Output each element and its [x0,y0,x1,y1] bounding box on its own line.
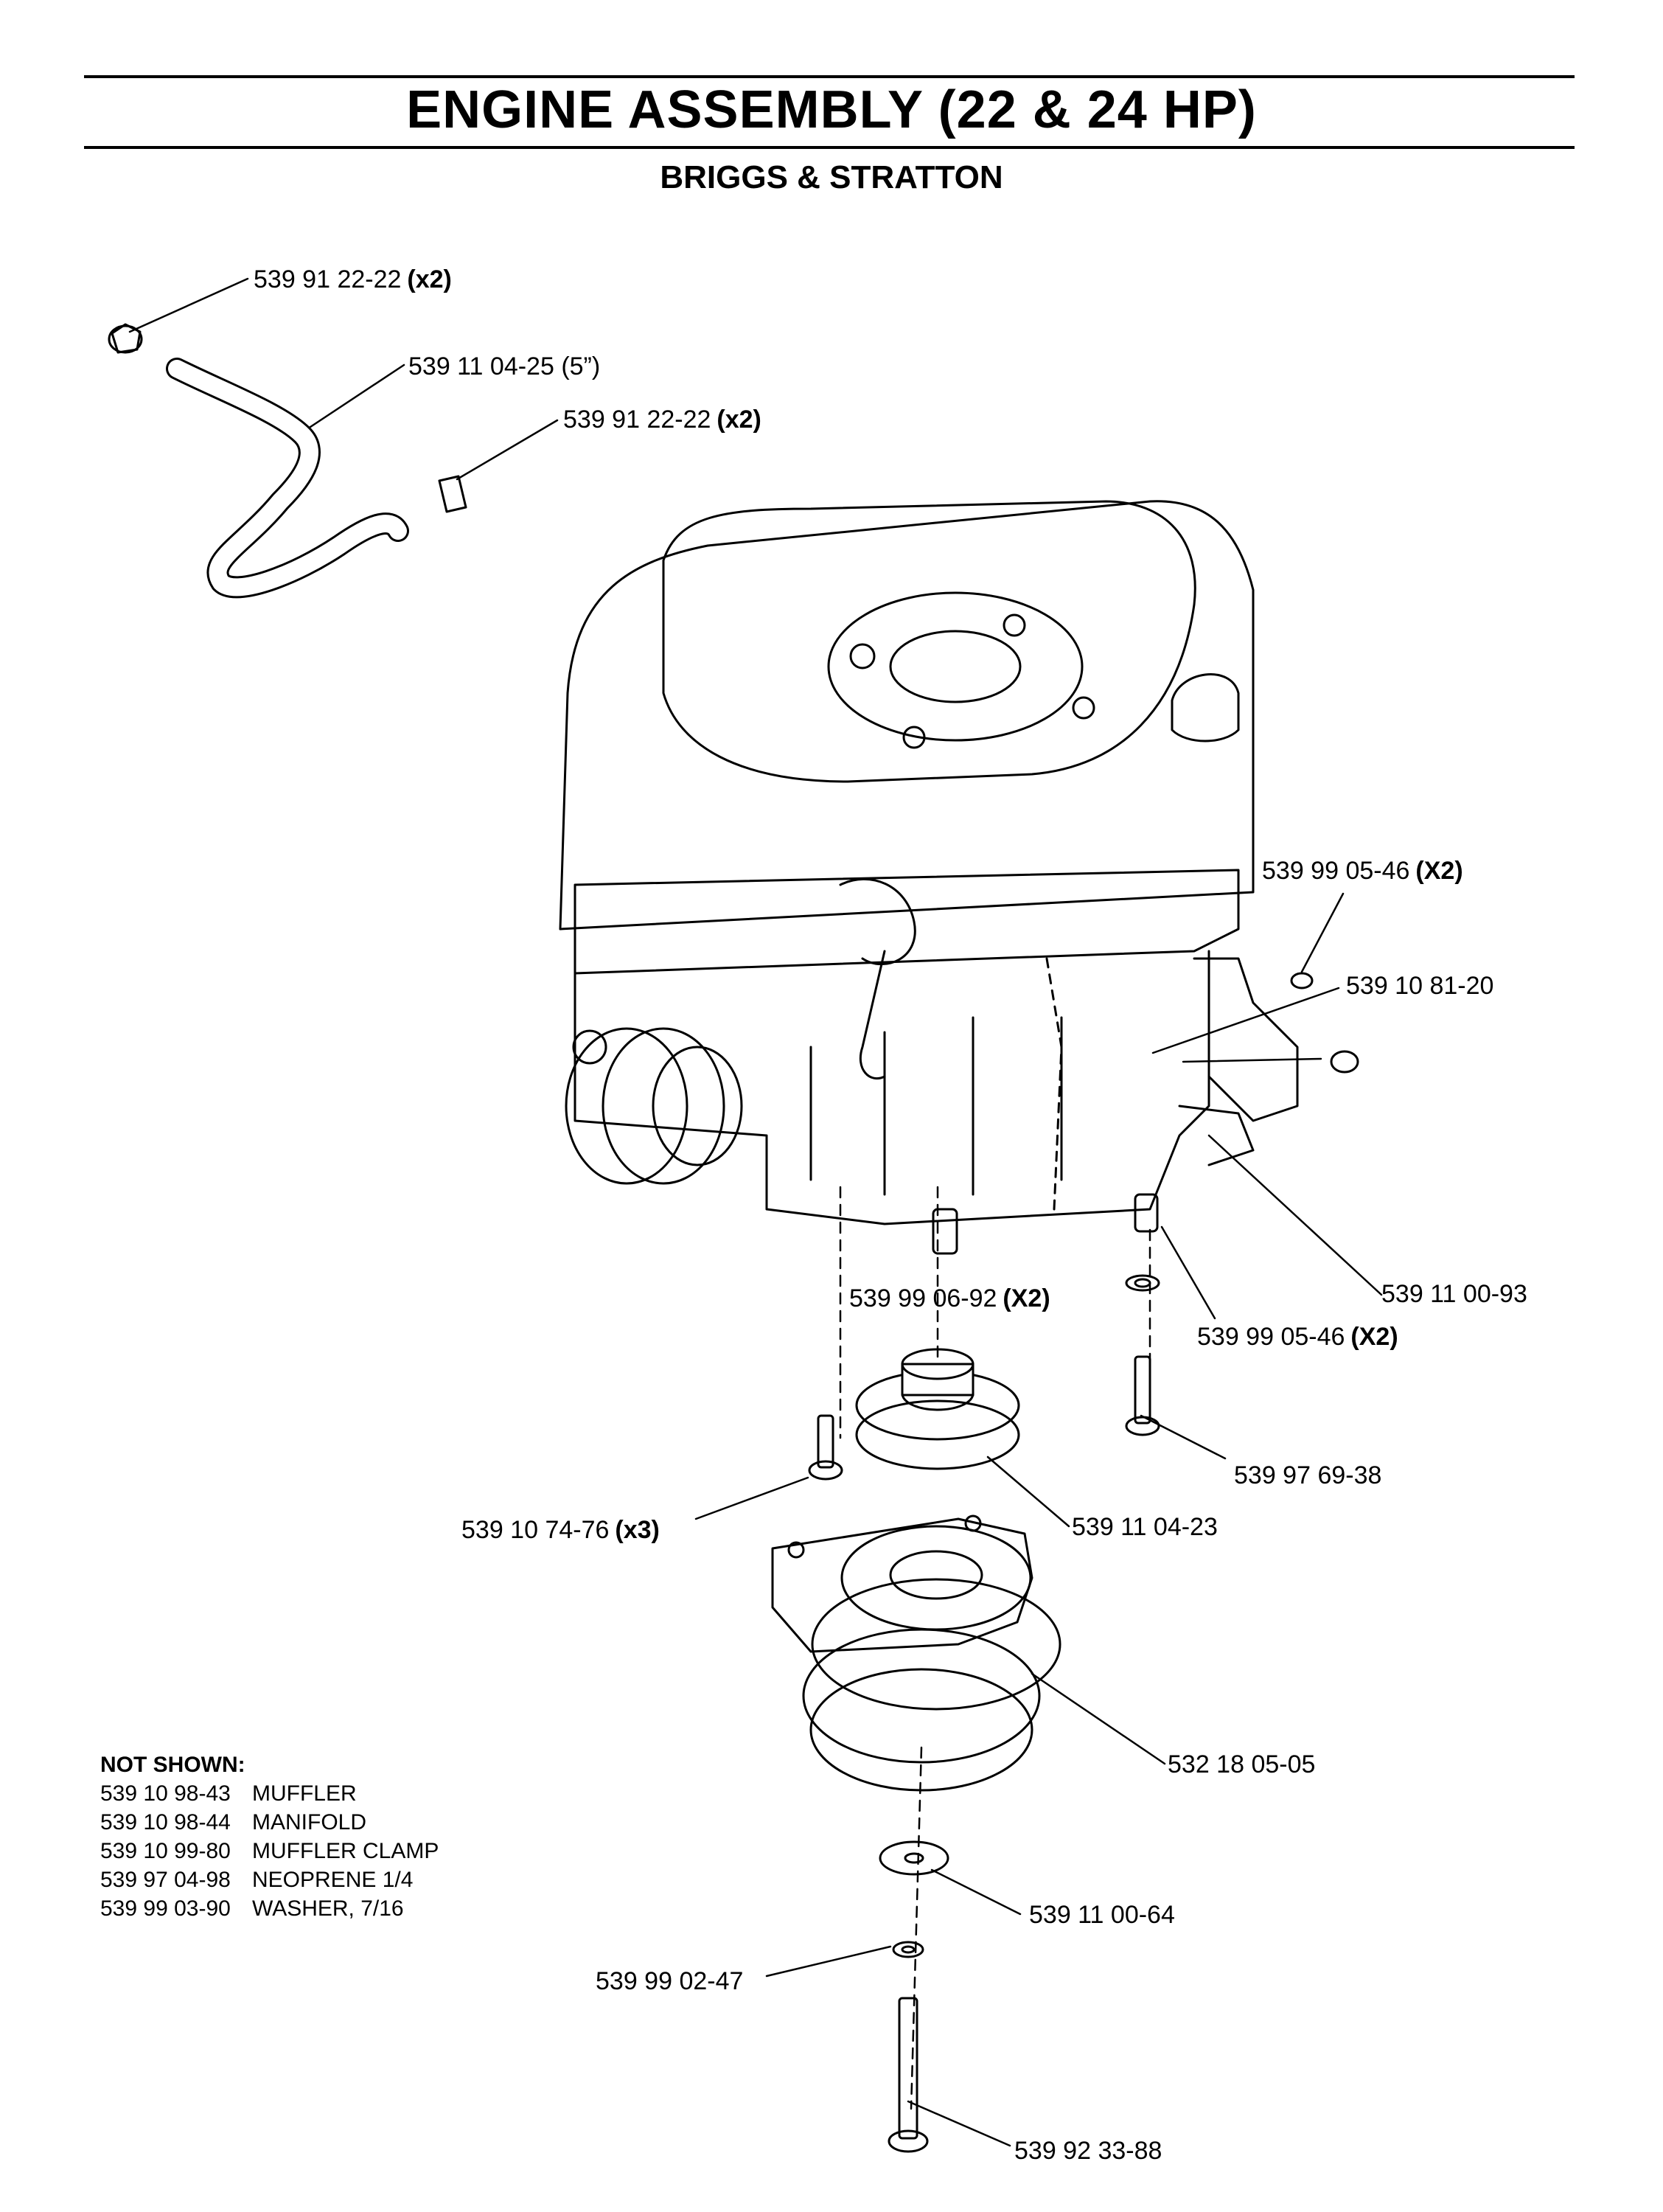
top-rule [84,75,1575,78]
list-item: 539 10 99-80 MUFFLER CLAMP [100,1837,439,1865]
list-item: 539 10 98-43 MUFFLER [100,1779,439,1808]
list-item: 539 10 98-44 MANIFOLD [100,1808,439,1837]
callout-bolt-left: 539 10 74-76(x3) [461,1517,660,1543]
fuel-hose-assembly [108,323,467,599]
part-number: 539 99 05-46 [1197,1323,1345,1351]
callout-clutch: 532 18 05-05 [1168,1752,1321,1777]
not-shown-list: NOT SHOWN: 539 10 98-43 MUFFLER 539 10 98… [100,1750,439,1923]
part-number: 539 91 22-22 [563,406,711,434]
callout-bolt-right: 539 97 69-38 [1234,1463,1387,1488]
part-number: 539 10 99-80 [100,1839,231,1863]
callout-spacer: 539 11 00-64 [1029,1902,1181,1927]
part-number: 539 99 06-92 [849,1284,997,1312]
part-description: MANIFOLD [252,1810,367,1834]
part-number: 532 18 05-05 [1168,1750,1316,1778]
list-item: 539 99 03-90 WASHER, 7/16 [100,1894,439,1923]
callout-nut-side: 539 10 81-20 [1346,973,1499,998]
part-number: 539 10 74-76 [461,1516,610,1544]
quantity: (x3) [615,1516,660,1544]
list-item: 539 97 04-98 NEOPRENE 1/4 [100,1865,439,1894]
not-shown-heading: NOT SHOWN: [100,1753,245,1777]
callout-center-bolt: 539 92 33-88 [1014,2138,1168,2163]
part-number: 539 97 69-38 [1234,1461,1382,1489]
part-description: NEOPRENE 1/4 [252,1868,414,1892]
air-filter-canister [565,1027,743,1185]
callout-lock-washer: 539 99 02-47 [596,1969,749,1994]
part-number: 539 97 04-98 [100,1868,231,1892]
callout-washer-upper: 539 99 06-92(X2) [849,1286,1050,1311]
part-description: MUFFLER [252,1781,357,1806]
part-number: 539 11 04-23 [1072,1513,1218,1541]
hardware [808,972,1359,2153]
pulley [855,1348,1020,1470]
callout-nut-upper: 539 99 05-46(X2) [1262,858,1463,883]
title-rule [84,146,1575,149]
callout-fuel-hose: 539 11 04-25 (5”) [408,354,606,379]
electric-clutch [771,1514,1061,1792]
part-description: WASHER, 7/16 [252,1896,404,1921]
callout-engine-part: 539 11 00-93 [1381,1281,1533,1307]
part-number: 539 99 03-90 [100,1896,231,1921]
part-number: 539 10 98-43 [100,1781,231,1806]
quantity: (x2) [407,265,452,293]
callout-hose-clamp-lower: 539 91 22-22(x2) [563,407,761,432]
part-number: 539 10 98-44 [100,1810,231,1834]
engine-block [559,500,1299,1255]
part-number: 539 11 00-93 [1381,1280,1527,1308]
part-number: 539 11 00-64 [1029,1901,1175,1929]
callout-nut-lower: 539 99 05-46(X2) [1197,1324,1398,1349]
page-subtitle: BRIGGS & STRATTON [660,159,1003,195]
quantity: (X2) [1415,857,1463,885]
page-title: ENGINE ASSEMBLY (22 & 24 HP) [406,80,1257,139]
quantity: (X2) [1003,1284,1050,1312]
part-number: 539 10 81-20 [1346,972,1494,1000]
quantity: (X2) [1350,1323,1398,1351]
part-number: 539 91 22-22 [254,265,402,293]
part-number: 539 11 04-25 (5”) [408,352,601,380]
part-number: 539 92 33-88 [1014,2137,1162,2165]
part-number: 539 99 02-47 [596,1967,744,1995]
callout-hose-clamp-upper: 539 91 22-22(x2) [254,267,452,292]
part-number: 539 99 05-46 [1262,857,1410,885]
hose-clamp-lower [438,475,467,513]
hose-clamp-upper [108,323,143,354]
callout-pulley: 539 11 04-23 [1072,1514,1224,1540]
quantity: (x2) [717,406,761,434]
part-description: MUFFLER CLAMP [252,1839,439,1863]
